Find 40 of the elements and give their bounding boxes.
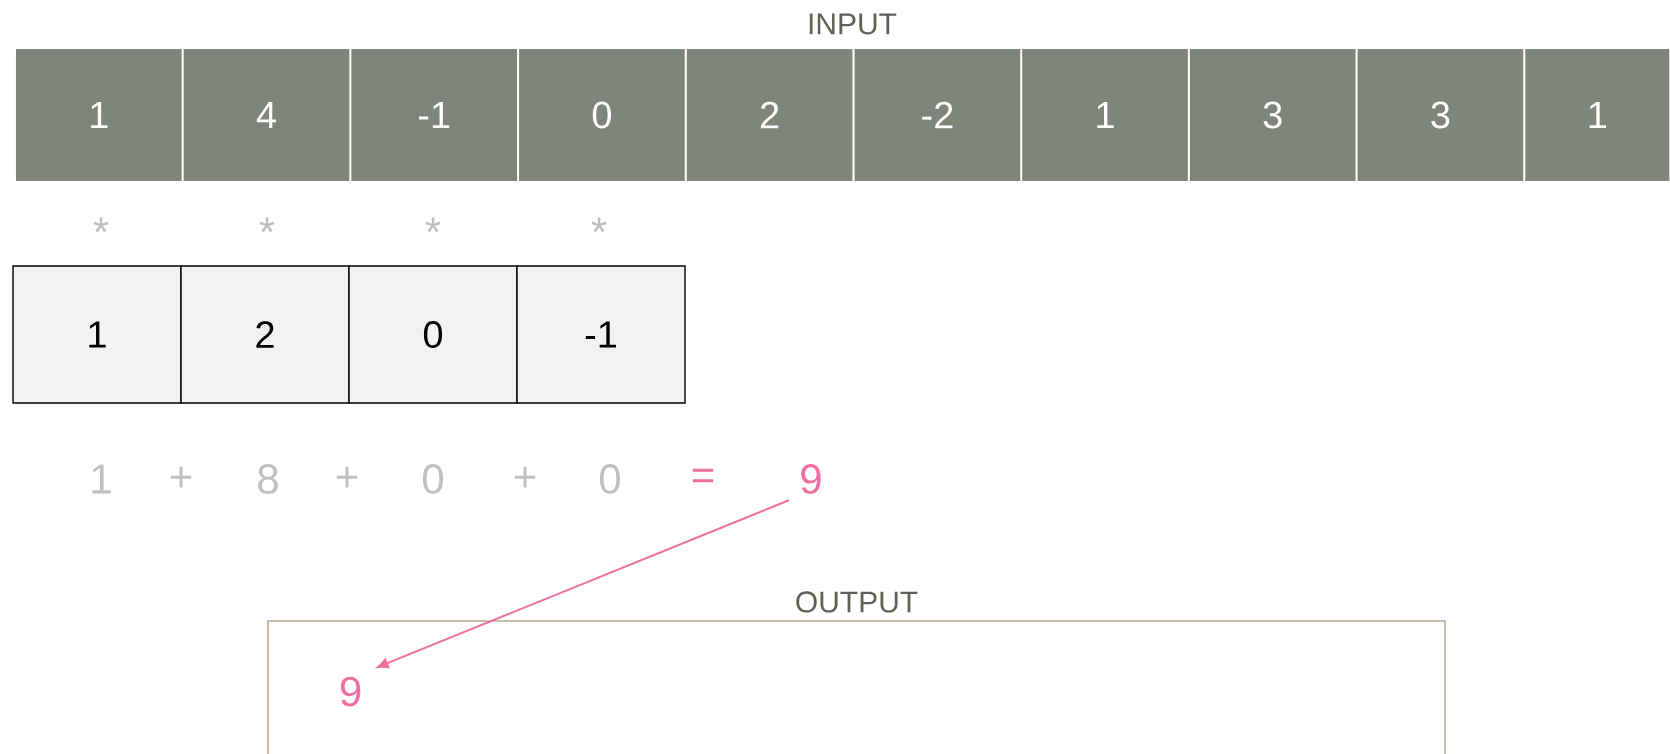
input-cell: 4 [183,49,350,181]
kernel-cell: 1 [12,265,182,404]
multiply-sign: * [259,217,275,233]
sum-term: 0 [599,464,621,494]
input-cell: 1 [1022,49,1188,181]
plus-sign: + [336,466,358,488]
input-cell: 3 [1189,49,1356,181]
plus-sign: + [514,466,536,488]
result-number: 9 [801,464,821,494]
input-cell: 0 [519,49,685,181]
input-cell: 2 [686,49,853,181]
kernel-cell: 2 [180,265,350,404]
heading: INPUT [809,13,897,35]
input-cell: -2 [854,49,1021,181]
node-label: 1 [1589,101,1606,129]
output-number: 9 [340,676,361,707]
node-label: 1 [1097,101,1114,129]
node-label: 3 [1431,101,1450,129]
input-cell: 1 [1525,49,1670,181]
arrow [377,499,790,669]
sum-term: 0 [422,464,444,494]
equals-sign: = [692,468,714,483]
kernel-cell: 0 [348,265,518,404]
sum-term: 8 [258,464,278,494]
input-cell: 1 [15,49,182,181]
multiply-sign: * [425,217,441,233]
node-label: -2 [922,101,953,129]
plus-sign: + [170,466,192,488]
input-cell: 3 [1357,49,1524,181]
multiply-sign: * [591,217,607,233]
node-label: -1 [419,101,450,129]
node-label: 4 [256,101,276,129]
node-label: 1 [91,101,108,129]
node-label: 2 [760,101,779,129]
node-label: 3 [1263,101,1282,129]
input-cell: -1 [351,49,518,181]
sum-term: 1 [92,464,111,494]
node-label: 0 [592,101,611,129]
multiply-sign: * [93,217,109,233]
kernel-cell: -1 [516,265,686,404]
